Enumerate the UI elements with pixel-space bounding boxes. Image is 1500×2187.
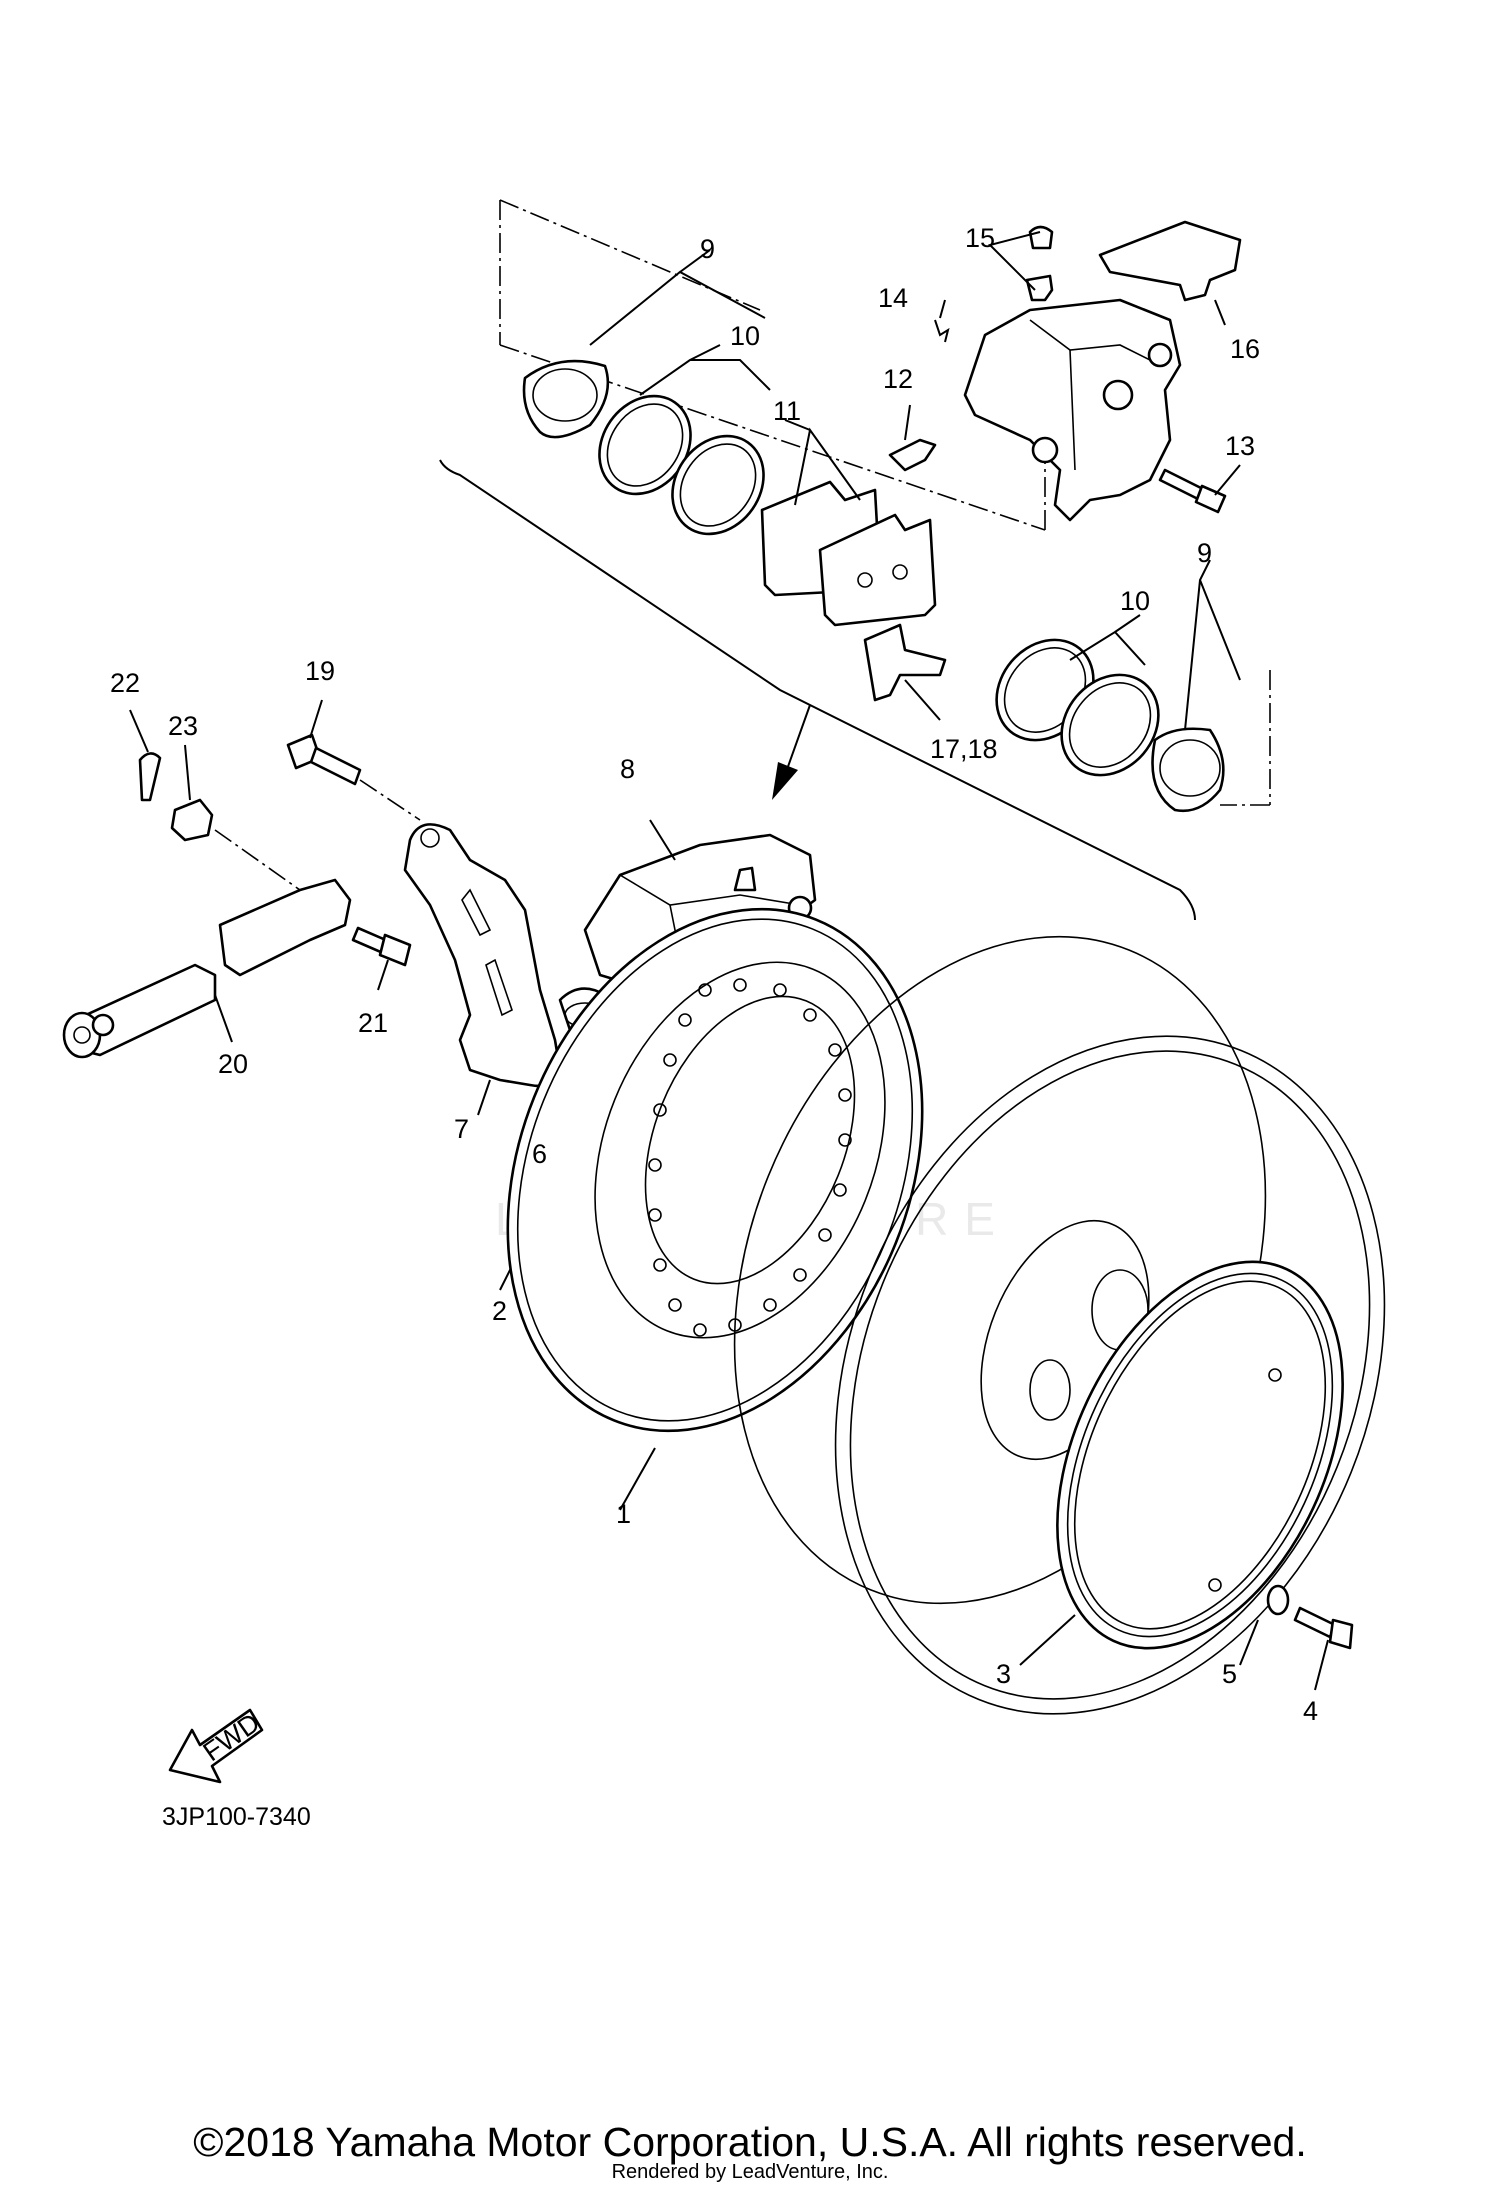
label-12: 12 bbox=[883, 364, 913, 394]
brake-disc-1 bbox=[506, 907, 924, 1511]
label-1: 1 bbox=[616, 1499, 631, 1529]
pad-retainer-17-18 bbox=[863, 623, 947, 702]
label-22: 22 bbox=[110, 668, 140, 698]
label-7: 7 bbox=[454, 1114, 469, 1144]
label-10-right: 10 bbox=[1120, 586, 1150, 616]
label-8: 8 bbox=[620, 754, 635, 784]
label-5: 5 bbox=[1222, 1659, 1237, 1689]
piston-seals-right bbox=[995, 638, 1160, 777]
label-13: 13 bbox=[1225, 431, 1255, 461]
piston-seals-left bbox=[598, 394, 765, 536]
bolt-21 bbox=[351, 926, 412, 991]
torque-rod-20 bbox=[62, 878, 352, 1059]
bolt-19 bbox=[286, 699, 362, 786]
label-21: 21 bbox=[358, 1008, 388, 1038]
cotter-pin-22 bbox=[129, 709, 162, 802]
label-14: 14 bbox=[878, 283, 908, 313]
piston-right bbox=[1151, 727, 1225, 813]
label-10-top: 10 bbox=[730, 321, 760, 351]
part-labels: 1 2 3 4 5 6 7 8 9 9 10 10 11 12 13 14 15… bbox=[110, 223, 1318, 1831]
caliper-exploded-view bbox=[439, 199, 1271, 921]
bolt-4 bbox=[1293, 1606, 1354, 1691]
label-3: 3 bbox=[996, 1659, 1011, 1689]
piston-left bbox=[522, 359, 610, 439]
caliper-body-exploded bbox=[963, 298, 1182, 522]
label-11: 11 bbox=[773, 396, 801, 426]
copyright-notice: ©2018 Yamaha Motor Corporation, U.S.A. A… bbox=[193, 2119, 1307, 2165]
washer-5 bbox=[1239, 1584, 1290, 1666]
pin-bolt-13 bbox=[1158, 468, 1227, 514]
caliper-bracket-7 bbox=[403, 823, 562, 1116]
label-23: 23 bbox=[168, 711, 198, 741]
label-17-18: 17,18 bbox=[930, 734, 998, 764]
fwd-arrow-icon: FWD bbox=[168, 1707, 265, 1784]
label-15: 15 bbox=[965, 223, 995, 253]
pad-clip-14 bbox=[934, 319, 950, 343]
brake-pads bbox=[760, 480, 937, 627]
label-9-right: 9 bbox=[1197, 538, 1212, 568]
pad-spring-12 bbox=[888, 438, 937, 472]
bleed-screw-15 bbox=[1025, 225, 1054, 302]
label-2: 2 bbox=[492, 1296, 507, 1326]
label-9-top: 9 bbox=[700, 234, 715, 264]
diagram-code: 3JP100-7340 bbox=[162, 1803, 311, 1831]
nut-23 bbox=[170, 744, 214, 842]
label-19: 19 bbox=[305, 656, 335, 686]
label-6: 6 bbox=[532, 1139, 547, 1169]
rendered-by-credit: Rendered by LeadVenture, Inc. bbox=[611, 2161, 889, 2183]
caliper-cover-16 bbox=[1098, 220, 1242, 302]
label-16: 16 bbox=[1230, 334, 1260, 364]
label-4: 4 bbox=[1303, 1696, 1318, 1726]
hub-ring-3 bbox=[1019, 1260, 1344, 1666]
label-20: 20 bbox=[218, 1049, 248, 1079]
